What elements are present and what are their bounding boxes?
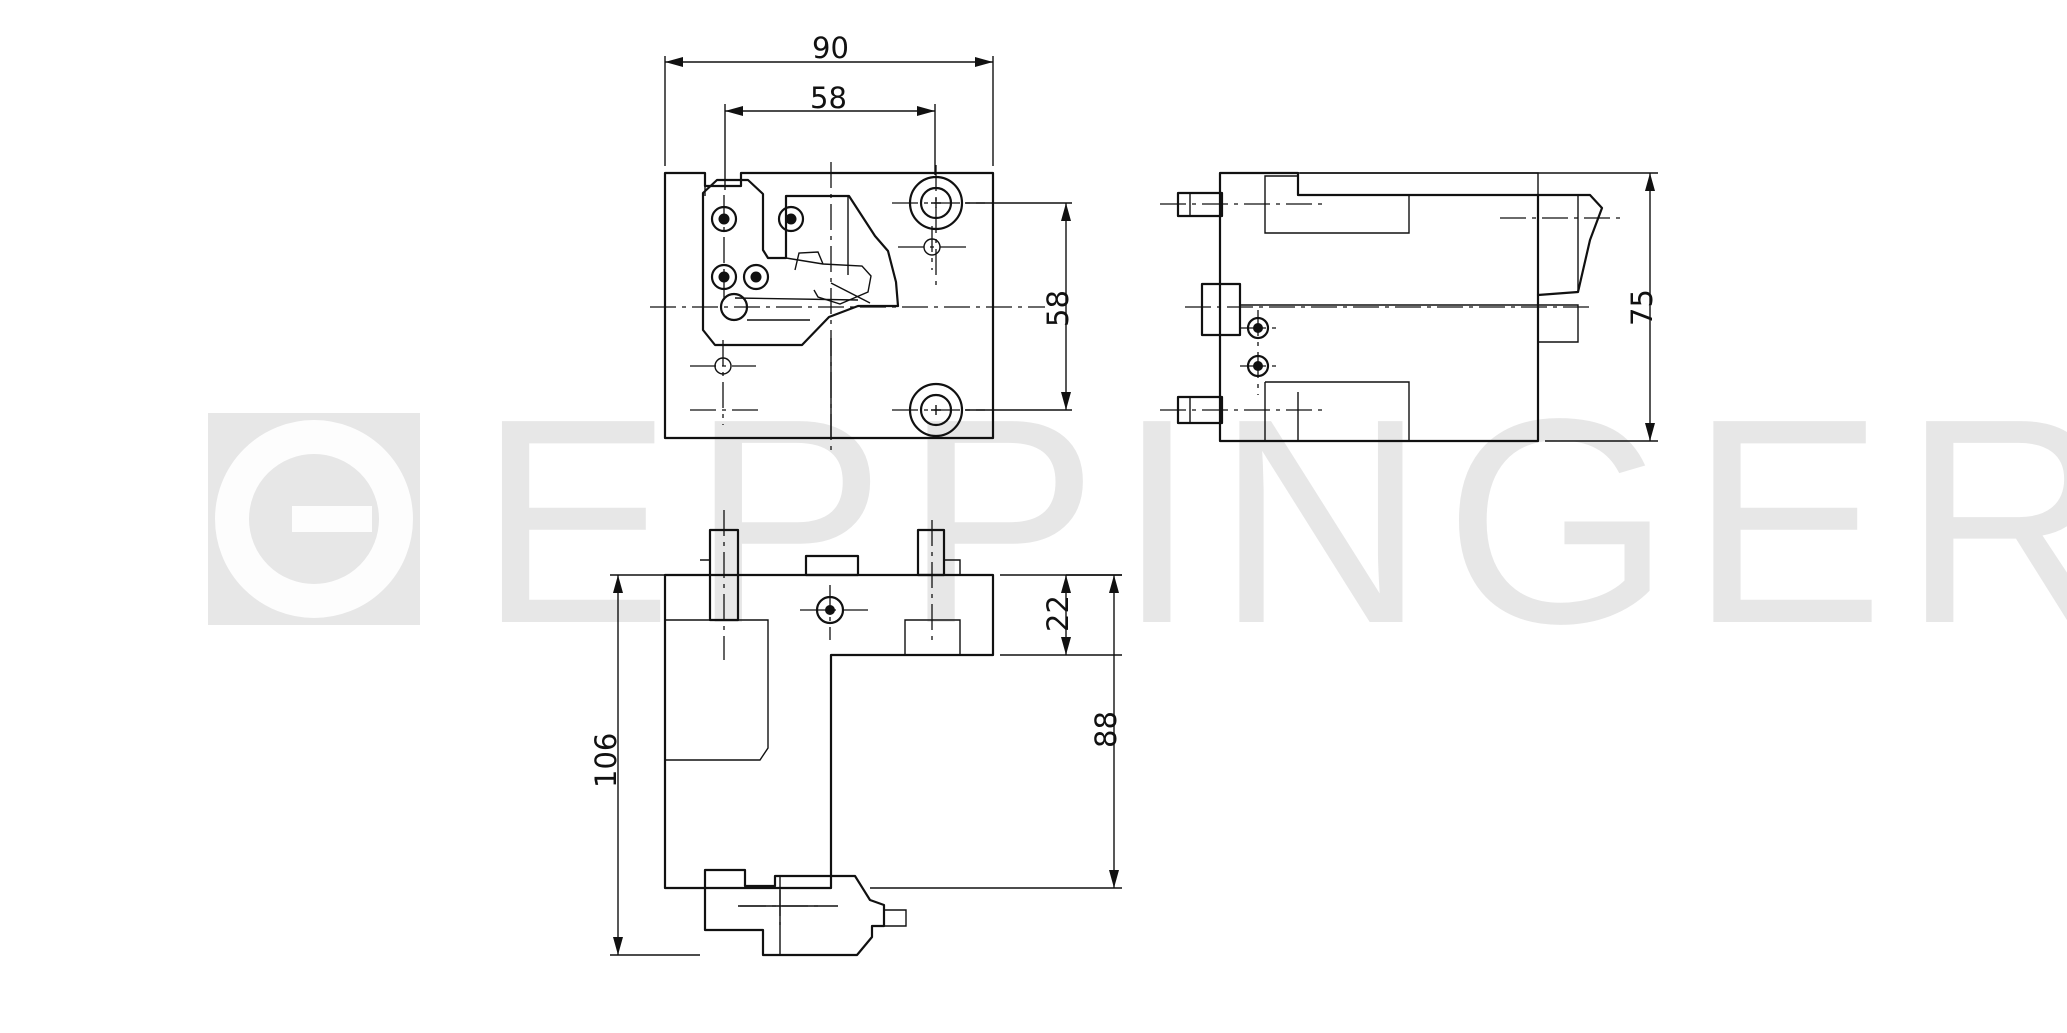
top-dimension-88: 88 (870, 574, 1123, 889)
watermark: EPPINGER (208, 358, 2067, 684)
dim-22-label: 22 (1041, 595, 1075, 632)
side-view (1160, 171, 1620, 443)
watermark-logo-ring (215, 420, 413, 618)
front-dimension-58-height: 58 (965, 202, 1075, 411)
front-dimension-58-width: 58 (724, 81, 936, 190)
side-dimension-75: 75 (1300, 172, 1659, 442)
dim-88-label: 88 (1089, 711, 1123, 748)
watermark-brand-text: EPPINGER (478, 358, 2067, 684)
dim-58-height-label: 58 (1041, 290, 1075, 327)
dim-90-label: 90 (812, 31, 849, 65)
top-view (663, 510, 995, 957)
dim-75-label: 75 (1625, 289, 1659, 326)
front-view (650, 162, 1045, 450)
dim-106-label: 106 (589, 733, 623, 788)
top-dimension-22: 22 (1000, 574, 1122, 656)
dim-58-width-label: 58 (810, 81, 847, 115)
front-dimension-90: 90 (664, 31, 994, 166)
top-dimension-106: 106 (589, 574, 700, 956)
